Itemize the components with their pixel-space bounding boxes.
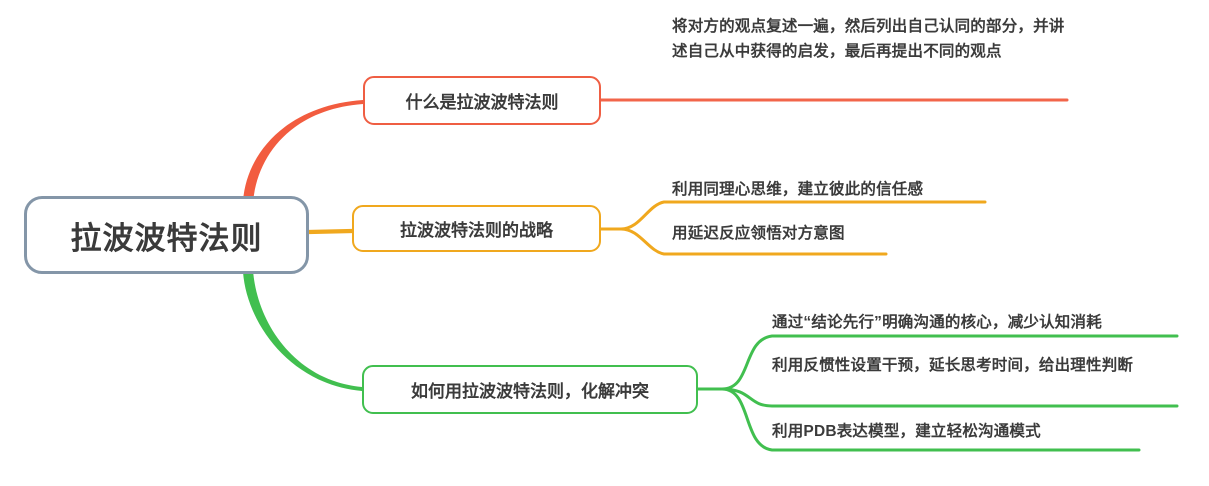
root-node[interactable]: 拉波波特法则 xyxy=(24,196,309,274)
branch-node-what-is-rapoport-rule[interactable]: 什么是拉波波特法则 xyxy=(363,76,601,125)
branch-node-label: 拉波波特法则的战略 xyxy=(400,221,553,240)
branch-node-label: 什么是拉波波特法则 xyxy=(405,93,559,112)
connector-root-to-branch-red xyxy=(243,100,363,203)
branch-node-strategy[interactable]: 拉波波特法则的战略 xyxy=(352,205,601,252)
leaf-node-empathy-trust[interactable]: 利用同理心思维，建立彼此的信任感 xyxy=(672,181,924,198)
leaf-node-pdb-model[interactable]: 利用PDB表达模型，建立轻松沟通模式 xyxy=(772,423,1041,440)
leaf-node-restate-viewpoint[interactable]: 将对方的观点复述一遍，然后列出自己认同的部分，并讲述自己从中获得的启发，最后再提… xyxy=(672,18,1065,60)
leaf-node-conclusion-first[interactable]: 通过“结论先行”明确沟通的核心，减少认知消耗 xyxy=(772,314,1102,331)
root-node-label: 拉波波特法则 xyxy=(70,220,263,256)
connector-root-to-branch-green xyxy=(243,270,362,391)
connector-root-to-branch-orange xyxy=(306,228,355,235)
leaf-node-anti-inertia[interactable]: 利用反惯性设置干预，延长思考时间，给出理性判断 xyxy=(772,357,1134,374)
connector-branch3-to-leaf2 xyxy=(720,387,1179,408)
branch-node-resolve-conflict[interactable]: 如何用拉波波特法则，化解冲突 xyxy=(362,365,698,414)
branch-node-label: 如何用拉波波特法则，化解冲突 xyxy=(411,382,649,401)
leaf-node-delayed-response[interactable]: 用延迟反应领悟对方意图 xyxy=(672,225,845,242)
